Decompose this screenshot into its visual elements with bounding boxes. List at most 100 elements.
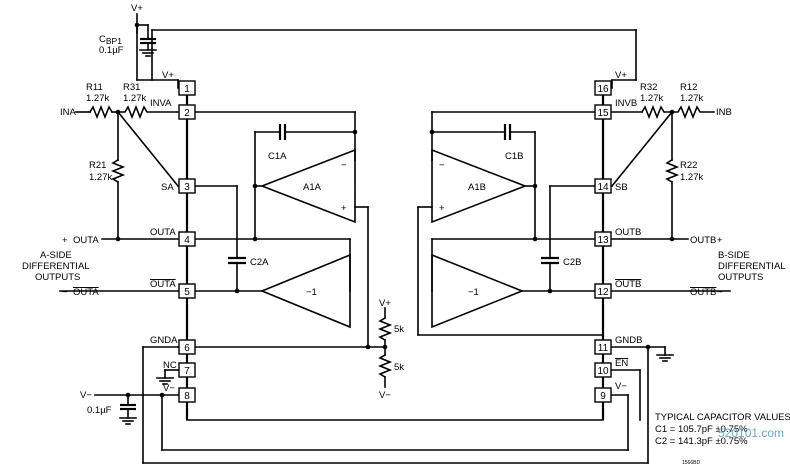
divider-top-resistor [377,316,393,342]
pin-box-12 [594,283,612,299]
r22-resistor [664,158,680,184]
vminus-cap-value: 0.1µF [87,405,112,416]
divider-bottom-resistor [377,353,393,379]
outb-minus-sign: − [717,287,723,298]
a-side-label-1: A-SIDE [40,250,72,261]
divider-top-value: 5k [394,324,404,335]
pin-label-vminus-b: V− [615,381,627,392]
inb-label: INB [716,107,732,118]
gnda-ref-junction [365,344,371,350]
pin-box-10 [594,362,612,378]
a1a-plus: + [341,203,347,214]
outb-plus-sign: + [717,235,723,246]
pin-label-outb: OUTB [615,227,641,238]
pin-number-1: 1 [184,84,190,95]
pin-number-16: 16 [597,84,609,95]
a1b-minus: − [439,160,445,171]
a1a-minus: − [341,160,347,171]
pin-number-14: 14 [597,182,609,193]
pin-box-13 [594,231,612,247]
watermark-text: 520101.com [718,426,784,440]
a-side-label-2: DIFFERENTIAL [22,261,90,272]
pin-number-15: 15 [597,108,609,119]
pin-number-5: 5 [184,287,190,298]
pin-label-vminus-a: V− [163,383,175,394]
pin-label-en: EN [615,358,628,369]
pin-label-invb: INVB [615,98,637,109]
pin-number-9: 9 [600,391,606,402]
vminus-label: V− [80,390,92,401]
pin-label-sb: SB [615,182,628,193]
r21-value: 1.27k [89,172,112,183]
pin-box-16 [594,80,612,96]
pin-box-15 [594,104,612,120]
r32-value: 1.27k [640,93,663,104]
pin-box-1 [178,80,196,96]
a1a-opamp [259,148,356,224]
pin-number-11: 11 [598,343,609,354]
pin-box-3 [178,178,196,194]
pin-number-2: 2 [184,108,190,119]
c2b-label: C2B [563,257,581,268]
outb-bar-port-label: OUTB [690,287,716,298]
pin-label-inva: INVA [150,98,172,109]
pin-box-14 [594,178,612,194]
pin-label-outb-bar: OUTB [615,279,641,290]
bypass-cap-value: 0.1µF [99,45,124,56]
pin-number-3: 3 [184,182,190,193]
notes-c2: C2 = 141.3pF ±0.75% [655,436,748,447]
a1b-plus: + [439,203,445,214]
pin-number-7: 7 [184,366,190,377]
pin-label-vplus-a: V+ [162,70,174,81]
pin-label-vplus-b: V+ [615,70,627,81]
b-side-label-3: OUTPUTS [718,272,763,283]
b-side-label-1: B-SIDE [718,250,750,261]
pin-box-11 [594,339,612,355]
pin-number-10: 10 [597,366,609,377]
vplus-label: V+ [131,3,143,14]
pin-number-4: 4 [184,235,190,246]
gndb-junction [645,344,651,350]
r12-value: 1.27k [680,93,703,104]
pin-number-12: 12 [597,287,609,298]
outa-plus-sign: + [62,235,68,246]
outb-port-label: OUTB [690,235,716,246]
divider-vminus-label: V− [379,390,391,401]
r22-name: R22 [680,160,697,171]
pin-label-gnda: GNDA [150,335,178,346]
outa-minus-sign: − [62,287,68,298]
divider-bottom-value: 5k [394,362,404,373]
r22-value: 1.27k [680,172,703,183]
outa-port-label: OUTA [73,235,99,246]
pin-box-5 [178,283,196,299]
left-pins: 1 2 3 4 5 6 7 8 [178,80,196,403]
a1b-out-junction [532,183,538,189]
drawing-code: 1566BD [682,460,700,466]
r11-value: 1.27k [86,93,109,104]
c2a-label: C2A [250,257,269,268]
pin-box-4 [178,231,196,247]
outa-internal-junction [252,236,258,242]
inv-a-amp [259,253,351,329]
r31-value: 1.27k [123,93,146,104]
b-side-label-2: DIFFERENTIAL [718,261,786,272]
pin-label-outa-bar: OUTA [150,279,176,290]
pin-box-2 [178,104,196,120]
a1b-label: A1B [468,182,486,193]
a1b-opamp [431,148,528,224]
bypass-cap-name: CBP1 [99,34,122,46]
pin-label-outa: OUTA [150,227,176,238]
pin-number-8: 8 [184,391,190,402]
outa-bar-port-label: OUTA [73,287,99,298]
pin-number-6: 6 [184,343,190,354]
pin-label-nc: NC [163,360,177,371]
a1a-out-junction [252,183,258,189]
r11-name: R11 [86,82,103,93]
notes-c1: C1 = 105.7pF ±0.75% [655,424,748,435]
pin-number-13: 13 [597,235,609,246]
right-pins: 16 15 14 13 12 11 10 9 [594,80,612,403]
r31-name: R31 [123,82,140,93]
ina-label: INA [60,107,77,118]
a1a-label: A1A [303,182,322,193]
